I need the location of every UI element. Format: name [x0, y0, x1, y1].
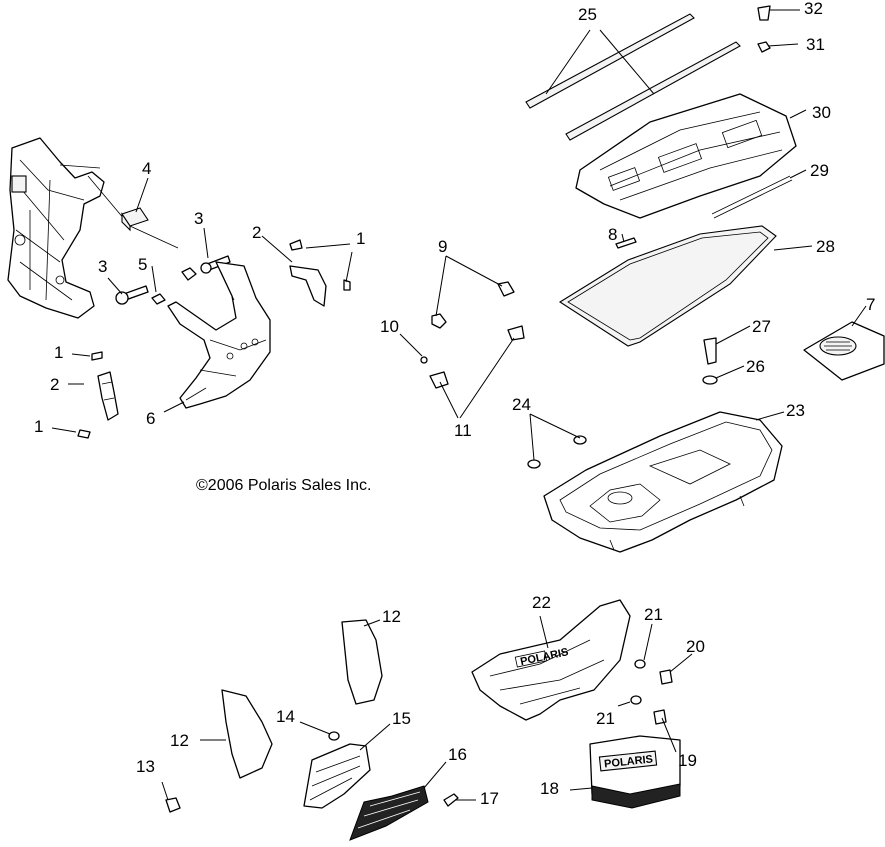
callout-1c: 1 — [34, 417, 43, 436]
callout-22: 22 — [532, 593, 551, 612]
part-9-11-clips — [420, 281, 525, 389]
callout-9: 9 — [438, 237, 447, 256]
part-12-panels — [221, 619, 383, 779]
callout-3b: 3 — [98, 257, 107, 276]
callout-18: 18 — [540, 779, 559, 798]
part-8-fastener — [615, 237, 637, 249]
callout-16: 16 — [448, 745, 467, 764]
callout-12: 12 — [382, 607, 401, 626]
callout-2: 2 — [50, 375, 59, 394]
callout-8: 8 — [608, 225, 617, 244]
callout-20: 20 — [686, 637, 705, 656]
leader-lines — [51, 9, 867, 801]
callout-3: 3 — [194, 209, 203, 228]
callout-21: 21 — [644, 605, 663, 624]
part-22-front-bumper: POLARIS — [471, 599, 631, 721]
callout-29: 29 — [810, 161, 829, 180]
callout-1: 1 — [54, 343, 63, 362]
callout-5: 5 — [138, 255, 147, 274]
callout-11: 11 — [454, 421, 472, 440]
part-13-clip — [165, 797, 181, 813]
callout-15: 15 — [392, 709, 411, 728]
callout-26: 26 — [746, 357, 765, 376]
callout-17: 17 — [480, 789, 499, 808]
callout-28: 28 — [816, 237, 835, 256]
callout-12b: 12 — [170, 731, 189, 750]
part-16-mesh — [349, 785, 429, 841]
part-5-nuts — [151, 267, 197, 305]
part-24-grommets — [527, 435, 587, 469]
frame-assembly — [7, 137, 179, 319]
part-6-front-support — [167, 261, 271, 409]
part-15-grille-frame — [303, 743, 371, 809]
callout-25: 25 — [578, 5, 597, 24]
part-30-seat-base — [575, 93, 797, 219]
callout-31: 31 — [806, 35, 825, 54]
copyright-notice: ©2006 Polaris Sales Inc. — [196, 477, 371, 494]
callout-7: 7 — [866, 295, 875, 314]
part-32-31-hardware — [757, 5, 771, 53]
callout-27: 27 — [752, 317, 771, 336]
callout-4: 4 — [142, 159, 151, 178]
part-23-storage-tub — [543, 411, 783, 553]
callouts: 4 3 3 5 1 2 1 6 2 1 9 10 11 25 32 31 30 … — [34, 0, 875, 808]
callout-19: 19 — [678, 751, 697, 770]
part-25-trim-strips — [525, 13, 741, 141]
part-28-seal — [558, 225, 777, 347]
callout-1b: 1 — [356, 229, 365, 248]
callout-10: 10 — [380, 317, 399, 336]
plate-logo: POLARIS — [604, 753, 654, 770]
callout-32: 32 — [804, 0, 823, 18]
callout-30: 30 — [812, 103, 831, 122]
part-18-logo-plate: POLARIS — [589, 735, 681, 809]
part-14-nut — [328, 731, 340, 741]
callout-21b: 21 — [596, 709, 615, 728]
part-2-brackets — [97, 265, 327, 421]
callout-2b: 2 — [252, 223, 261, 242]
callout-23: 23 — [786, 401, 805, 420]
part-21-20-19-hardware — [630, 659, 673, 725]
callout-24: 24 — [512, 395, 531, 414]
part-17-screw — [443, 793, 459, 807]
part-29-rod — [711, 175, 793, 219]
part-1-screws — [77, 239, 351, 439]
part-4-block — [121, 207, 149, 232]
part-7-plate — [803, 321, 885, 381]
part-3-bolts — [115, 255, 231, 305]
callout-6: 6 — [146, 409, 155, 428]
part-27-26-bolt-washer — [702, 337, 718, 385]
callout-14: 14 — [276, 707, 295, 726]
callout-13: 13 — [136, 757, 155, 776]
